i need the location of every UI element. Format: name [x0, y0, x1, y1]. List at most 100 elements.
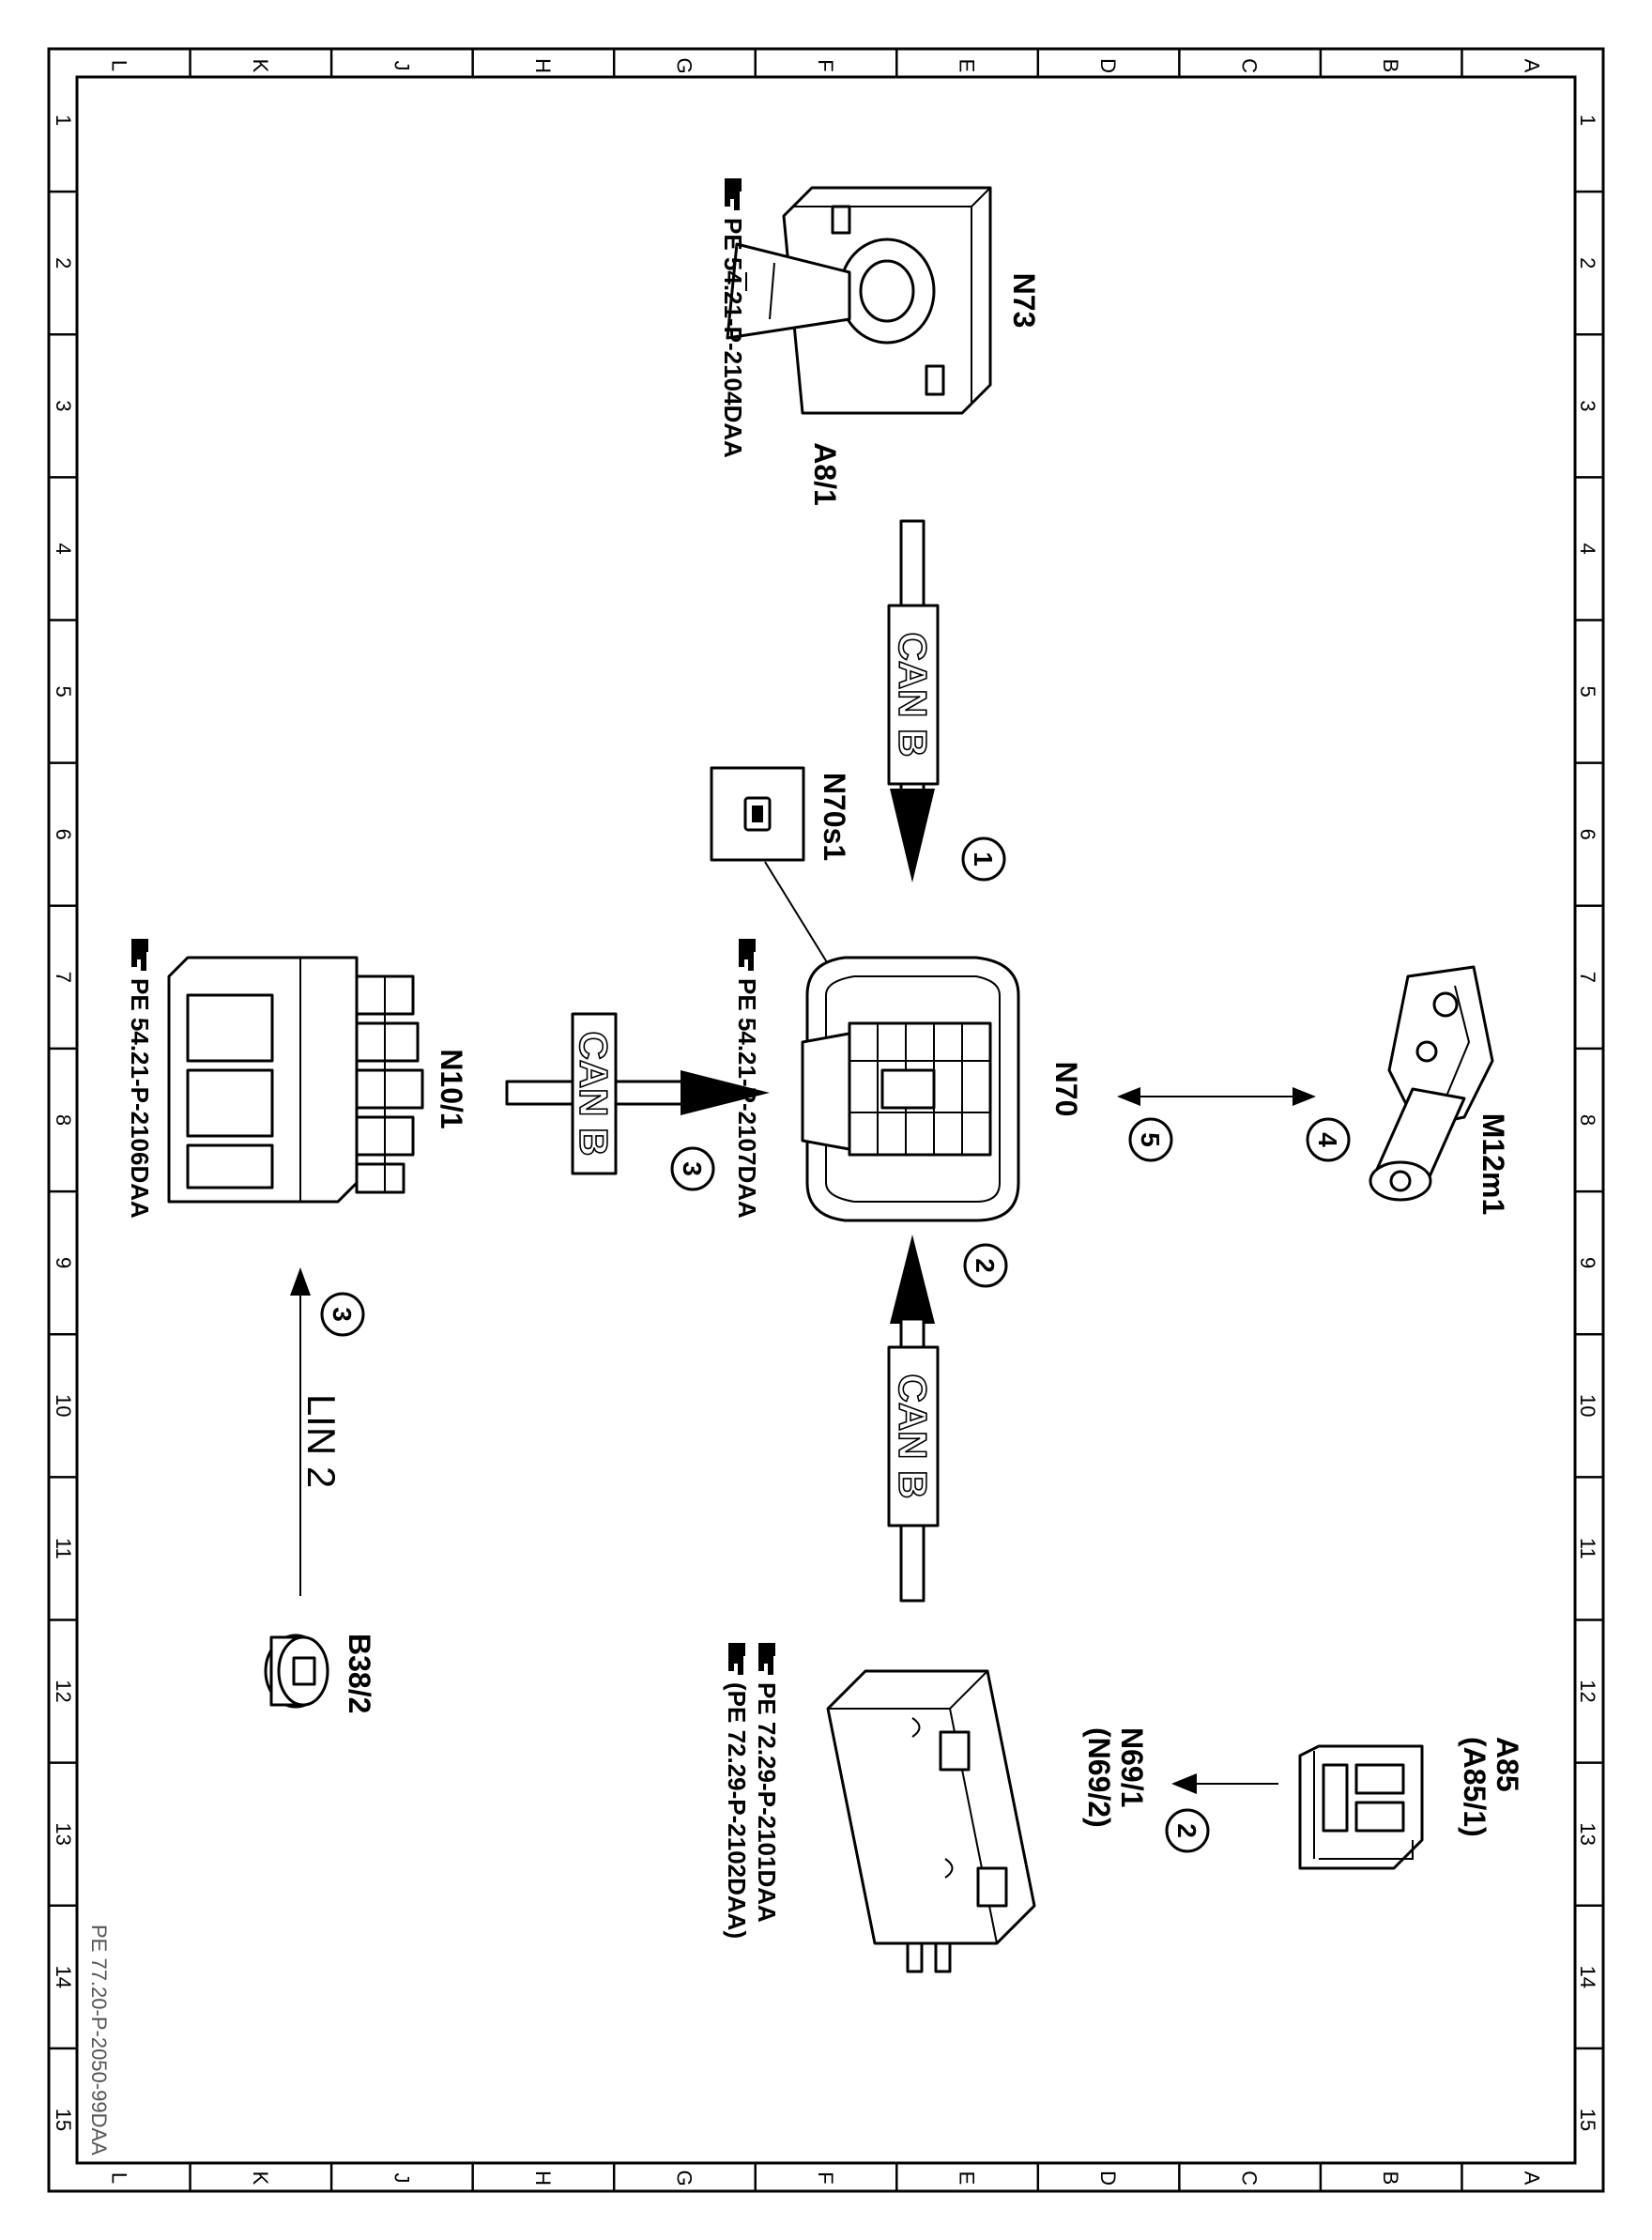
grid-number: 14: [1576, 1966, 1599, 1988]
a8-1-label: A8/1: [808, 442, 842, 506]
m12m1-label: M12m1: [1476, 1113, 1510, 1216]
hand-pointer-icon: [728, 1643, 745, 1675]
n69-2-label: (N69/2): [1082, 1727, 1116, 1828]
can-b-link-left: CAN B 3: [505, 1012, 770, 1191]
hand-pointer-icon: [739, 939, 756, 971]
grid-number: 14: [52, 1966, 75, 1988]
grid-letter: E: [956, 2171, 979, 2186]
n70-label: N70: [1049, 1062, 1083, 1117]
n10-1-sam-module: N10/1 PE 54.21-P-2106DAA: [126, 939, 468, 1219]
grid-number: 1: [1576, 115, 1599, 126]
grid-number: 13: [52, 1822, 75, 1845]
grid-letter: A: [1521, 59, 1544, 73]
hand-pointer-icon: [131, 939, 148, 971]
step-5-num: 5: [1136, 1132, 1165, 1147]
n70-manual-ref: PE 54.21-P-2107DAA: [733, 939, 761, 1219]
arrow-down-icon: [890, 789, 935, 882]
n69-2-manual-ref: (PE 72.29-P-2102DAA): [723, 1643, 751, 1939]
grid-letter: H: [531, 58, 555, 73]
can-b-text: CAN B: [891, 1374, 935, 1499]
can-b-text: CAN B: [572, 1032, 616, 1157]
can-b-link-top: CAN B 1: [887, 519, 1006, 882]
grid-letter: E: [956, 59, 979, 73]
grid-number: 5: [1576, 685, 1599, 697]
grid-letter: C: [1238, 58, 1262, 73]
b38-2-sensor-icon: [264, 1634, 329, 1709]
grid-letter: C: [1238, 2171, 1262, 2186]
n70s1-switch: N70s1: [710, 766, 897, 1076]
n10-1-manual-ref: PE 54.21-P-2106DAA: [126, 939, 154, 1219]
step-3-circle: [320, 1292, 365, 1337]
can-b-label-box: [887, 1345, 940, 1527]
arrow-left-icon: [1117, 1087, 1140, 1106]
arrow-up-icon: [290, 1267, 311, 1296]
step-2-circle: [1165, 1808, 1210, 1853]
n70s1-label: N70s1: [818, 773, 851, 861]
n69-1-manual-ref: PE 72.29-P-2101DAA: [753, 1643, 781, 1923]
inner-frame: [75, 75, 1577, 2165]
can-b-text: CAN B: [891, 633, 935, 758]
grid-number: 10: [1576, 1394, 1599, 1417]
grid-letter: B: [1379, 59, 1402, 73]
grid-number: 15: [1576, 2109, 1599, 2131]
grid-letter: K: [249, 2171, 272, 2186]
arrow-up-icon: [890, 1235, 935, 1324]
grid-number: 3: [52, 400, 75, 411]
n69-1-label: N69/1: [1115, 1727, 1149, 1807]
document-id: PE 77.20-P-2050-99DAA: [87, 1925, 111, 2156]
n73-manual-ref: PE 54.21-P-2104DAA: [719, 178, 747, 458]
grid-letter: L: [107, 2172, 130, 2184]
grid-letter: J: [390, 61, 413, 71]
n73-ref-text: PE 54.21-P-2104DAA: [719, 218, 747, 458]
grid-number: 3: [1576, 400, 1599, 411]
grid-letter: F: [814, 2171, 837, 2184]
grid-number: 12: [52, 1680, 75, 1702]
n70-overhead-control-panel: N70 PE 54.21-P-2107DAA: [733, 939, 1083, 1222]
n69-1-module-icon: [826, 1669, 1036, 1973]
m12m1-motor-icon: [1369, 965, 1494, 1202]
grid-number: 11: [1576, 1538, 1599, 1559]
step-2-num: 2: [1172, 1823, 1201, 1838]
grid-number: 4: [52, 543, 75, 554]
n69-1-ref-text: PE 72.29-P-2101DAA: [753, 1682, 781, 1923]
m12m1-motor: M12m1: [1369, 965, 1510, 1216]
a85-1-label: (A85/1): [1458, 1737, 1491, 1837]
n69-2-ref-text: (PE 72.29-P-2102DAA): [723, 1682, 751, 1939]
grid-letter: L: [107, 60, 130, 71]
b38-2-sensor: B38/2: [264, 1634, 376, 1713]
grid-number: 7: [52, 972, 75, 983]
step-2-num: 2: [971, 1258, 1000, 1273]
can-b-link-bottom: CAN B 2: [887, 1235, 1008, 1603]
grid-number: 5: [52, 685, 75, 697]
step-1-circle: [961, 836, 1006, 882]
lin-2-text: LIN 2: [299, 1394, 344, 1488]
grid-number: 7: [1576, 972, 1599, 983]
grid-number: 8: [52, 1114, 75, 1126]
grid-letter: G: [672, 2170, 696, 2186]
grid-letter: B: [1379, 2171, 1402, 2186]
step-3-num: 3: [678, 1161, 707, 1176]
grid-number: 6: [52, 829, 75, 840]
can-b-label-box: [887, 604, 940, 786]
hand-pointer-icon: [758, 1643, 775, 1675]
grid-number: 9: [1576, 1257, 1599, 1268]
m12m1-bidirectional-link: 5 4: [1117, 1087, 1351, 1162]
n69-1-door-control-unit: N69/1 (N69/2) PE 72.29-P-2101DAA (PE 72.…: [723, 1643, 1149, 1973]
grid-number: 13: [1576, 1822, 1599, 1845]
n73-ignition-switch-icon: [726, 186, 992, 415]
grid-number: 1: [52, 115, 75, 126]
grid-number: 2: [1576, 257, 1599, 268]
grid-letter: D: [1096, 58, 1120, 73]
grid-letter: J: [390, 2173, 413, 2184]
grid-number: 12: [1576, 1680, 1599, 1702]
step-3-num: 3: [328, 1307, 357, 1322]
grid-number: 8: [1576, 1114, 1599, 1126]
step-4-circle: [1306, 1117, 1351, 1162]
a85-lock-icon: [1298, 1744, 1424, 1870]
grid-letter: F: [814, 59, 837, 71]
step-1-num: 1: [969, 852, 998, 867]
step-3-circle: [670, 1146, 715, 1191]
grid-letter: K: [249, 59, 272, 73]
